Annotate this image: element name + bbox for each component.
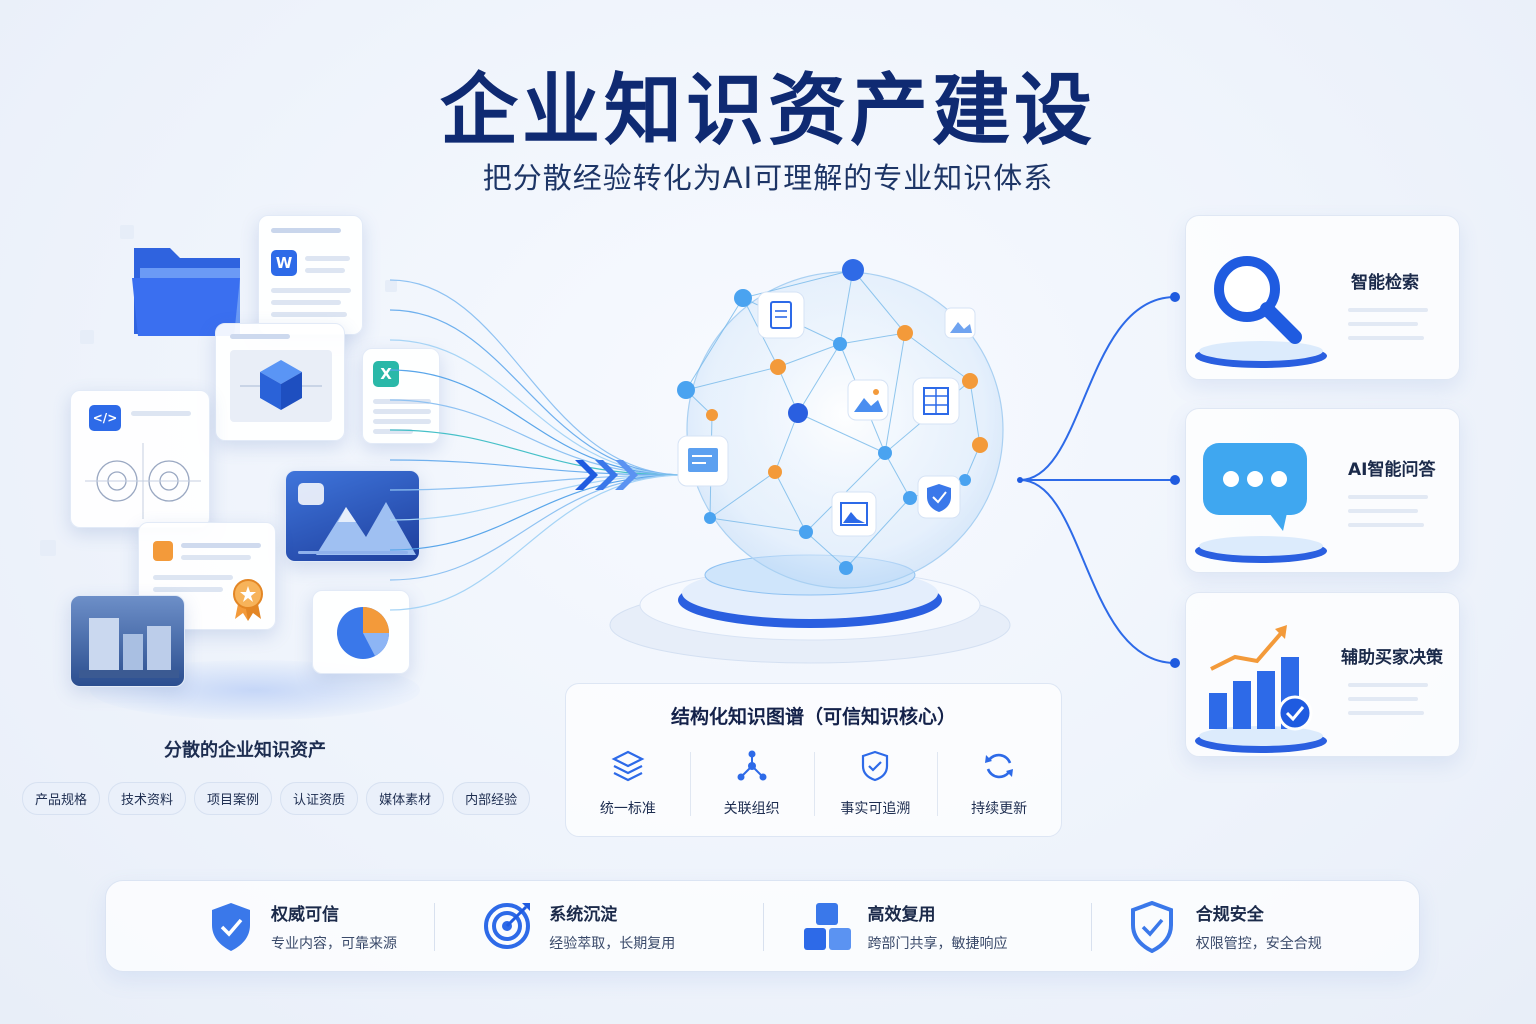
page-subtitle: 把分散经验转化为AI可理解的专业知识体系	[482, 161, 1054, 195]
benefit-title: 高效复用	[867, 904, 936, 925]
excel-document-card: X	[362, 348, 440, 444]
photo-tile-icon	[847, 379, 889, 421]
code-icon: </>	[89, 405, 121, 431]
output-label: AI智能问答	[1348, 460, 1436, 480]
left-caption: 分散的企业知识资产	[164, 740, 326, 761]
cubes-icon	[801, 901, 855, 957]
document-tile-icon	[757, 291, 805, 339]
benefit-systematic: 系统沉淀 经验萃取，长期复用	[434, 881, 762, 971]
gear-drawing-icon	[85, 443, 201, 519]
benefit-authoritative: 权威可信 专业内容，可靠来源	[106, 881, 434, 971]
output-card-smart-search: 智能检索	[1185, 215, 1460, 380]
refresh-icon	[937, 746, 1061, 786]
core-panel-title: 结构化知识图谱（可信知识核心）	[670, 706, 956, 728]
benefit-desc: 权限管控，安全合规	[1195, 935, 1322, 952]
benefit-title: 系统沉淀	[549, 904, 618, 925]
search-icon	[1191, 241, 1331, 375]
word-icon: W	[271, 250, 297, 276]
cube-icon	[230, 350, 332, 422]
output-card-ai-qa: AI智能问答	[1185, 408, 1460, 573]
knowledge-graph-globe	[609, 259, 1011, 664]
pie-chart-card	[312, 590, 410, 674]
folder-icon	[130, 238, 245, 342]
benefit-compliance: 合规安全 权限管控，安全合规	[1090, 881, 1419, 971]
chat-icon	[1191, 439, 1331, 573]
benefits-bar: 权威可信 专业内容，可靠来源 系统沉淀 经验萃取，长期复用	[105, 880, 1420, 972]
feature-traceable-facts: 事实可追溯	[813, 746, 938, 818]
award-icon	[233, 579, 263, 621]
excel-icon: X	[373, 361, 399, 387]
feature-unified-standard: 统一标准	[566, 746, 690, 818]
growth-chart-icon	[1191, 621, 1331, 760]
shield-check-icon	[814, 746, 938, 786]
knowledge-core-panel: 结构化知识图谱（可信知识核心） 统一标准	[565, 683, 1062, 837]
benefit-desc: 经验萃取，长期复用	[549, 935, 676, 952]
feature-continuous-update: 持续更新	[937, 746, 1061, 818]
shield-icon	[208, 901, 254, 957]
shield-icon	[1129, 900, 1175, 957]
benefit-desc: 跨部门共享，敏捷响应	[867, 935, 1008, 952]
feature-label: 统一标准	[599, 801, 656, 817]
image-tile-icon	[944, 307, 976, 339]
building-photo-card	[70, 595, 185, 687]
forward-arrows-icon	[575, 460, 638, 490]
word-document-card: W	[258, 215, 363, 335]
shield-tile-icon	[917, 475, 961, 519]
network-icon	[690, 746, 814, 786]
certificate-card	[138, 522, 276, 630]
benefit-title: 合规安全	[1195, 904, 1264, 925]
video-card	[285, 470, 420, 562]
tag-project-cases: 项目案例	[194, 782, 273, 815]
output-label: 智能检索	[1351, 273, 1419, 293]
tag-tech-docs: 技术资料	[108, 782, 187, 815]
pie-icon	[337, 607, 389, 659]
output-card-buyer-decision: 辅助买家决策	[1185, 592, 1460, 757]
output-connectors	[1017, 292, 1180, 668]
asset-tags: 产品规格 技术资料 项目案例 认证资质 媒体素材 内部经验	[22, 782, 531, 815]
tag-certifications: 认证资质	[280, 782, 359, 815]
3d-model-card	[215, 323, 345, 441]
feature-label: 持续更新	[971, 801, 1028, 817]
spreadsheet-tile-icon	[912, 377, 960, 425]
tag-internal-experience: 内部经验	[452, 782, 531, 815]
feature-linked-organization: 关联组织	[689, 746, 814, 818]
page-title: 企业知识资产建设	[439, 66, 1096, 156]
scattered-assets-cluster: W X </>	[20, 200, 580, 720]
play-icon	[298, 483, 324, 505]
feature-label: 关联组织	[723, 801, 780, 817]
map-tile-icon	[677, 435, 729, 487]
benefit-title: 权威可信	[271, 904, 339, 925]
graph-nodes	[677, 259, 988, 575]
benefit-reuse: 高效复用 跨部门共享，敏捷响应	[762, 881, 1091, 971]
output-label: 辅助买家决策	[1341, 648, 1443, 668]
picture-tile-icon	[831, 491, 877, 537]
tag-media-assets: 媒体素材	[366, 782, 445, 815]
feature-label: 事实可追溯	[840, 801, 911, 817]
data-flow-lines	[390, 279, 681, 611]
badge-icon	[153, 541, 173, 561]
tag-product-spec: 产品规格	[22, 782, 101, 815]
layers-icon	[566, 746, 690, 786]
target-icon	[482, 901, 532, 955]
benefit-desc: 专业内容，可靠来源	[271, 935, 397, 952]
code-blueprint-card: </>	[70, 390, 210, 528]
